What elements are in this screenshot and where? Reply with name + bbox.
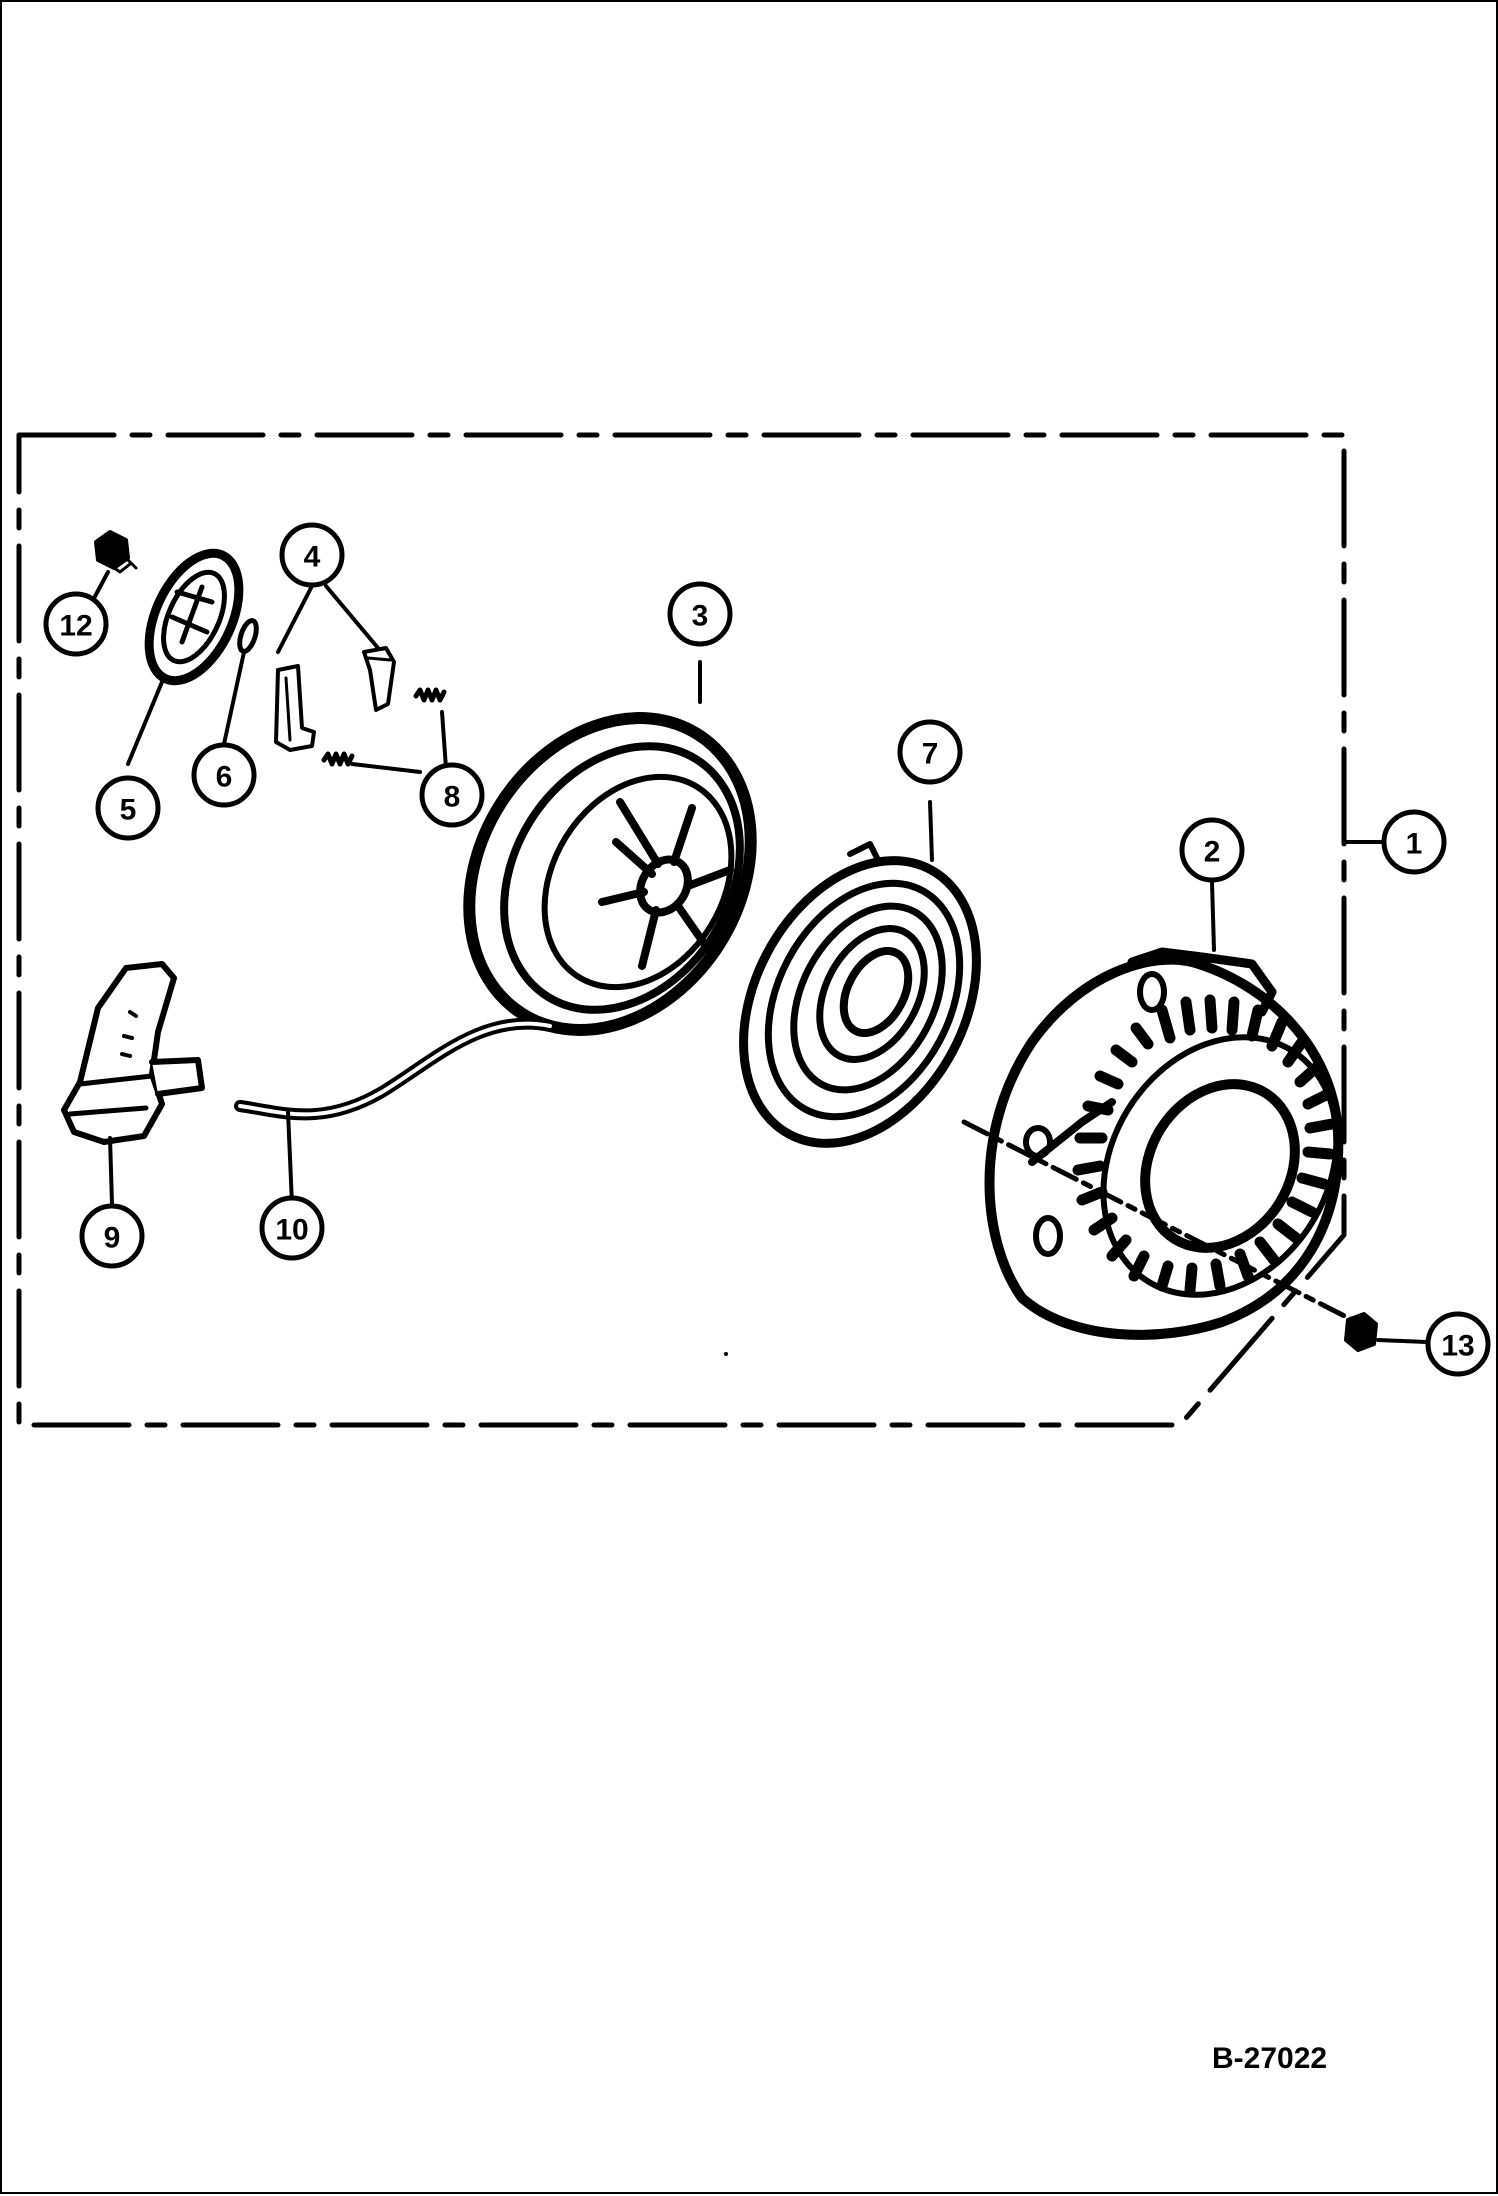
callout-10: 10 bbox=[275, 1214, 308, 1247]
callout-2: 2 bbox=[1204, 836, 1221, 869]
part-6-washer bbox=[237, 618, 259, 654]
part-3-reel bbox=[463, 712, 757, 1036]
part-7-spring bbox=[739, 841, 981, 1148]
callout-7: 7 bbox=[922, 738, 939, 771]
leader-lines bbox=[90, 570, 1428, 1344]
callout-8: 8 bbox=[444, 781, 461, 814]
part-13-bolt bbox=[1344, 1312, 1378, 1352]
callout-12: 12 bbox=[59, 610, 92, 643]
assembly-axis-line bbox=[961, 1119, 1371, 1331]
part-2-starter-case bbox=[984, 947, 1344, 1340]
callout-13: 13 bbox=[1441, 1330, 1474, 1363]
callout-1: 1 bbox=[1406, 828, 1423, 861]
assembly-boundary bbox=[16, 432, 1347, 1428]
callout-3: 3 bbox=[692, 600, 709, 633]
part-5-ratchet-plate bbox=[144, 548, 244, 686]
callout-circles bbox=[43, 522, 1491, 1377]
callout-9: 9 bbox=[104, 1222, 121, 1255]
part-4-pawls bbox=[274, 646, 396, 752]
part-9-handle bbox=[61, 961, 205, 1145]
part-8-springs bbox=[321, 687, 447, 767]
figure-reference-code: B-27022 bbox=[1212, 2042, 1328, 2075]
callout-6: 6 bbox=[216, 761, 233, 794]
callout-4: 4 bbox=[304, 541, 321, 574]
callout-5: 5 bbox=[120, 794, 137, 827]
part-10-rope bbox=[234, 1017, 556, 1121]
part-12-nut bbox=[94, 530, 138, 574]
